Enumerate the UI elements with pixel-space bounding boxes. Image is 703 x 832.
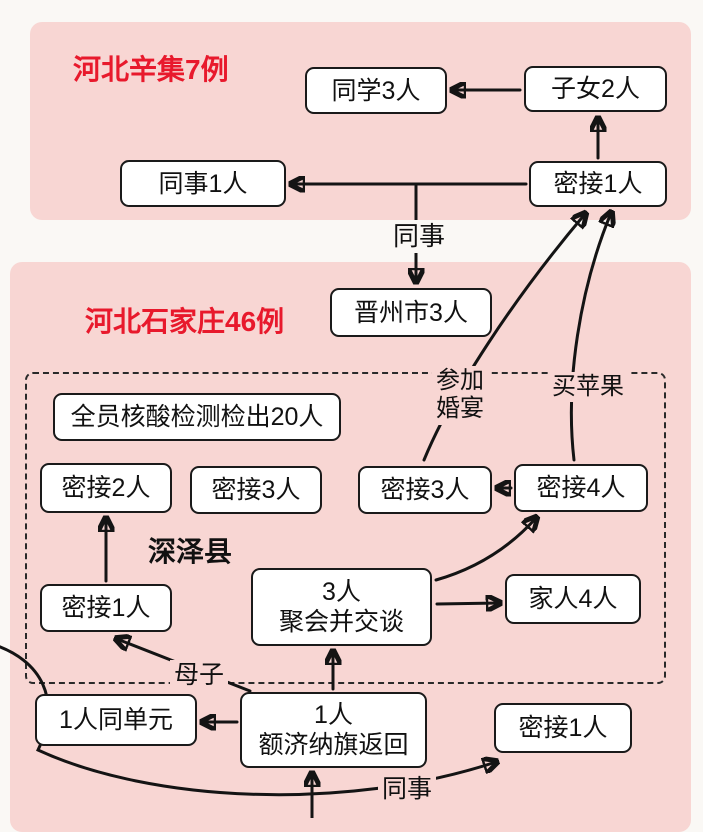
node-close-contact-3a: 密接3人	[190, 466, 322, 514]
node-jinzhou-city: 晋州市3人	[330, 288, 492, 337]
node-children: 子女2人	[524, 66, 667, 112]
edge-label-colleague-top: 同事	[389, 220, 450, 253]
node-close-contact-2-label: 密接2人	[61, 474, 151, 502]
node-colleague: 同事1人	[120, 160, 286, 207]
node-children-label: 子女2人	[551, 75, 640, 103]
node-colleague-label: 同事1人	[158, 169, 248, 198]
panel-shijiazhuang-title: 河北石家庄46例	[85, 306, 285, 337]
node-family-4: 家人4人	[505, 574, 641, 624]
node-close-contact-4-label: 密接4人	[536, 474, 626, 502]
node-classmates: 同学3人	[305, 67, 447, 114]
node-close-contact-1-bottom-label: 密接1人	[518, 714, 608, 742]
node-close-contact-xinji-label: 密接1人	[553, 170, 643, 198]
node-jinzhou-city-label: 晋州市3人	[354, 298, 468, 327]
node-close-contact-3b: 密接3人	[358, 466, 492, 514]
node-close-contact-3b-label: 密接3人	[380, 476, 470, 504]
node-close-contact-3a-label: 密接3人	[211, 476, 301, 504]
node-same-unit: 1人同单元	[35, 694, 197, 746]
node-same-unit-label: 1人同单元	[59, 706, 173, 734]
node-gathering-line2: 聚会并交谈	[278, 608, 404, 636]
panel-shijiazhuang: 河北石家庄46例 晋州市3人 全员核酸检测检出20人 密接2人 密接3人 密接3…	[10, 262, 691, 832]
node-classmates-label: 同学3人	[331, 76, 421, 105]
node-close-contact-4: 密接4人	[514, 464, 648, 512]
node-mass-testing-label: 全员核酸检测检出20人	[70, 403, 324, 431]
node-mass-testing: 全员核酸检测检出20人	[53, 393, 341, 441]
panel-xinji: 河北辛集7例 同学3人 子女2人 同事1人 密接1人	[30, 22, 691, 220]
edge-label-wedding-line2: 婚宴	[436, 395, 484, 423]
node-ejin-return: 1人 额济纳旗返回	[240, 692, 427, 768]
panel-xinji-title: 河北辛集7例	[73, 54, 229, 85]
edge-label-mother-son: 母子	[170, 660, 229, 692]
node-close-contact-xinji: 密接1人	[529, 161, 667, 207]
node-close-contact-1-bottom: 密接1人	[494, 703, 632, 753]
node-gathering-line1: 3人	[322, 578, 361, 606]
edge-label-buy-apples: 买苹果	[548, 372, 628, 403]
node-close-contact-1-shenze: 密接1人	[40, 584, 172, 632]
node-family-4-label: 家人4人	[528, 585, 618, 613]
node-gathering: 3人 聚会并交谈	[251, 568, 432, 646]
edge-label-colleague-bottom: 同事	[378, 774, 437, 806]
node-ejin-return-line1: 1人	[314, 701, 353, 729]
node-ejin-return-line2: 额济纳旗返回	[258, 731, 409, 759]
node-close-contact-2: 密接2人	[40, 463, 172, 513]
edge-label-wedding: 参加 婚宴	[432, 366, 488, 425]
node-close-contact-1-shenze-label: 密接1人	[61, 594, 151, 622]
shenze-county-label: 深泽县	[148, 536, 233, 567]
edge-label-wedding-line1: 参加	[436, 367, 484, 394]
